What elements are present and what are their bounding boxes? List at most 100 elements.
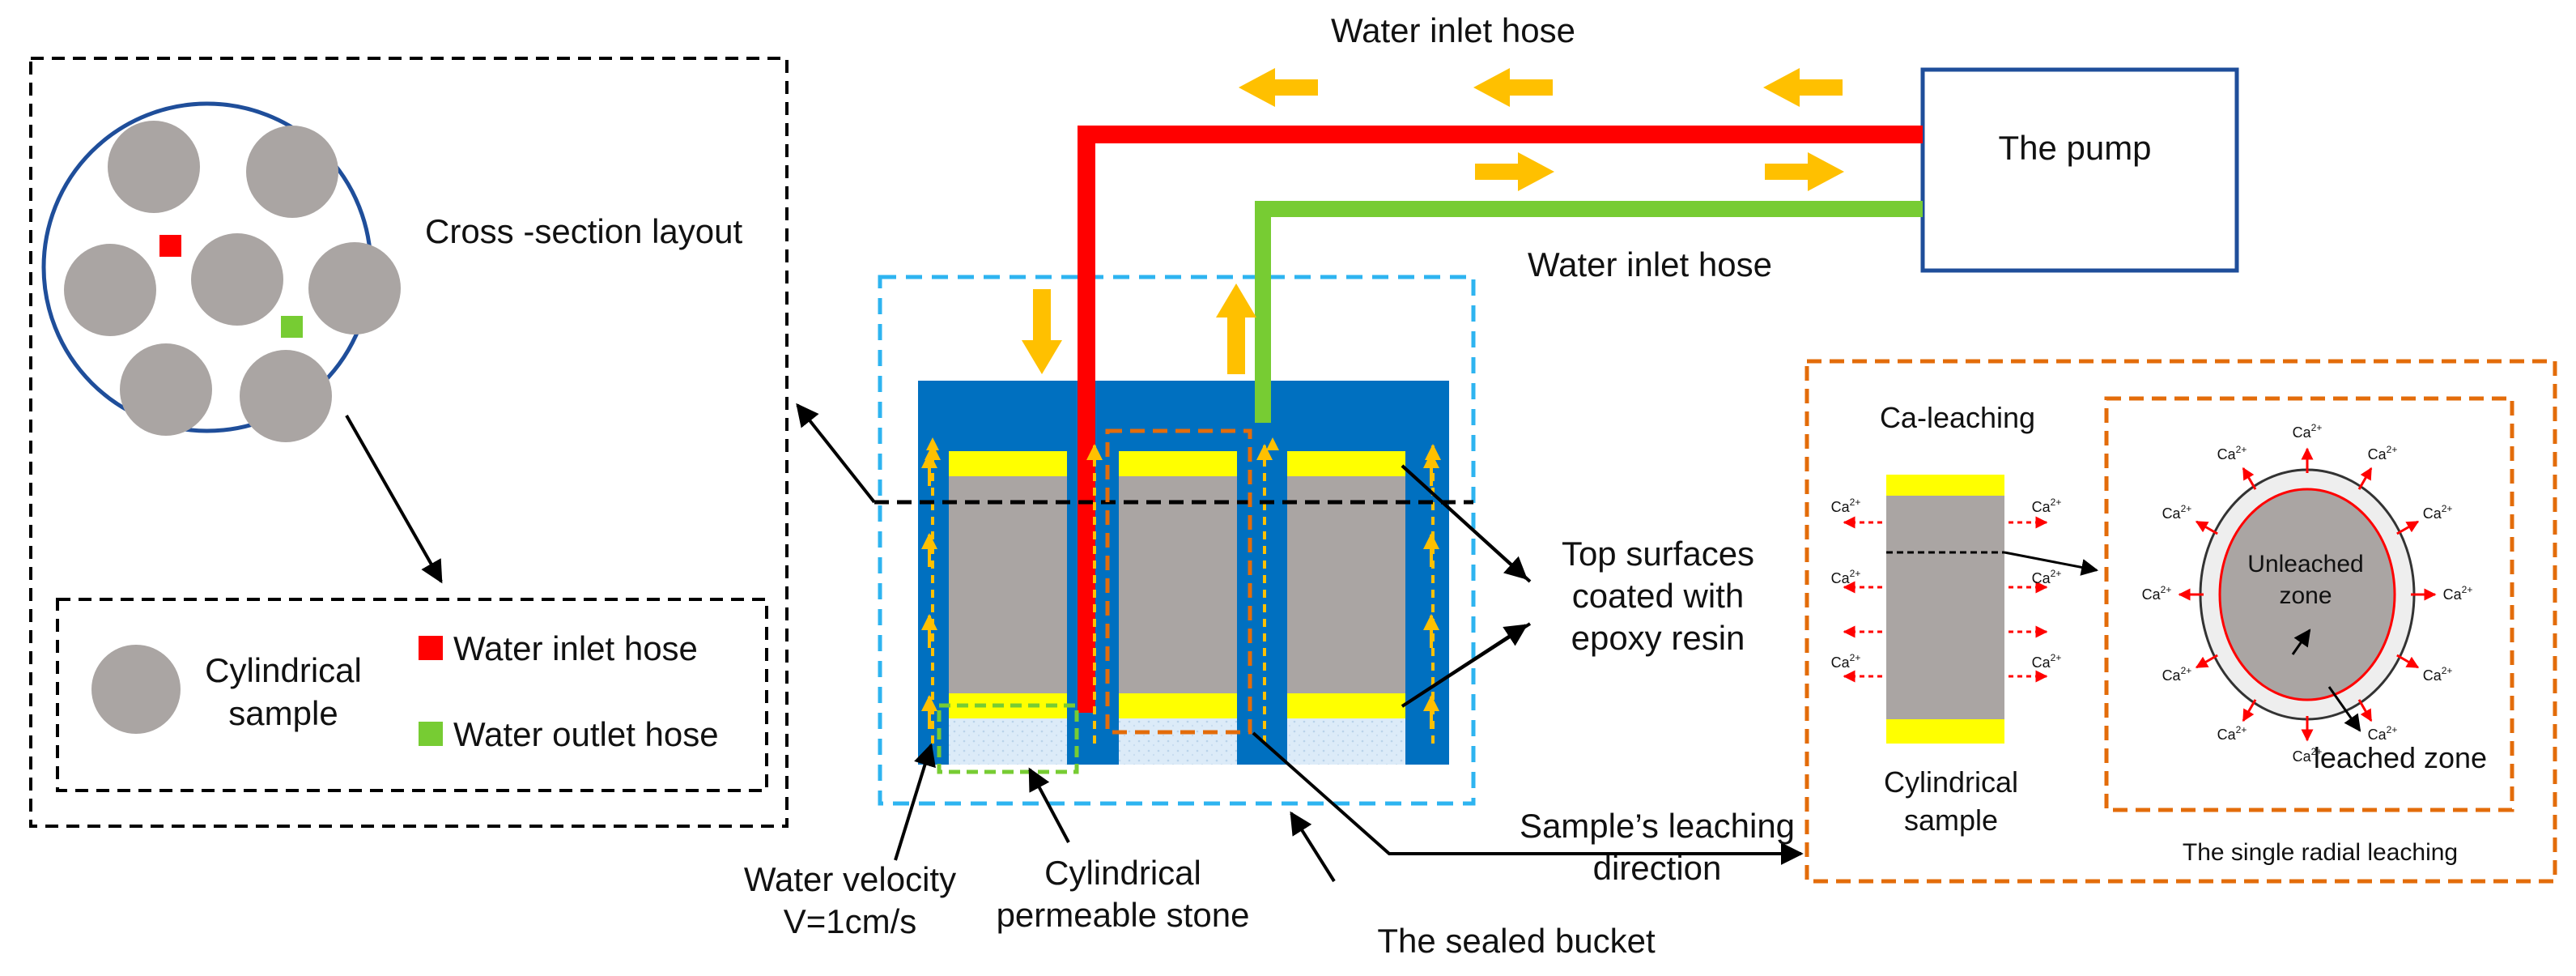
epoxy-bottom [1119, 693, 1237, 718]
sample-core [949, 476, 1067, 693]
radial-ion-arrow [2396, 520, 2420, 535]
side-flow-arrows [921, 452, 1439, 729]
cross-section-panel-frame [29, 57, 789, 828]
legend-inlet-swatch [419, 636, 443, 660]
radial-ion-arrow [2357, 699, 2373, 722]
legend-outlet-swatch [419, 722, 443, 746]
core-flow-arrow [926, 437, 939, 450]
epoxy-top [1119, 451, 1237, 476]
ca-ion-label: Ca2+ [2162, 503, 2192, 522]
flow-arrow-left [1239, 68, 1318, 107]
ca-ion-label: Ca2+ [2443, 584, 2473, 603]
flow-arrow-left [1473, 68, 1553, 107]
flow-arrow-right [1475, 152, 1554, 191]
leached-zone-label: leached zone [2314, 741, 2487, 774]
flow-arrow-right [1765, 152, 1844, 191]
outlet-hose-marker [281, 316, 303, 338]
sample-core [1287, 476, 1405, 693]
pump-box [1920, 67, 2239, 273]
sample-column-3 [1287, 451, 1405, 765]
cross-section-sample [308, 242, 401, 335]
radial-ion-arrow [2242, 699, 2257, 722]
flow-arrow-left [1763, 68, 1843, 107]
legend-sample-circle [91, 645, 181, 734]
radial-ion-arrows [2178, 447, 2437, 742]
legend-frame [56, 598, 768, 792]
ca-ion-label: Ca2+ [1831, 568, 1861, 586]
cross-section-samples [64, 121, 401, 442]
pump-label: The pump [1998, 129, 2151, 167]
unleached-zone-label: zone [2279, 582, 2332, 609]
epoxy-top [949, 451, 1067, 476]
unleached-zone-label: Unleached [2247, 551, 2363, 578]
radial-ion-arrow [2357, 467, 2373, 490]
top-surfaces-label: epoxy resin [1571, 619, 1745, 657]
ca-ion-label: Ca2+ [2032, 652, 2062, 671]
bucket-outflow-arrow [1216, 283, 1256, 374]
ca-ion-label: Ca2+ [2032, 497, 2062, 515]
cross-section-sample [120, 343, 212, 436]
detail-epoxy-bottom [1886, 719, 2004, 744]
permeable-stone [1119, 718, 1237, 765]
epoxy-bottom [1287, 693, 1405, 718]
leaching-direction-pointer [1252, 731, 1804, 865]
permeable-stone-label: permeable stone [997, 896, 1250, 934]
ca-ion-label: Ca2+ [2293, 746, 2323, 765]
water-velocity-label: V=1cm/s [784, 902, 917, 940]
stone-highlight-box [937, 703, 1079, 774]
cross-section-sample [191, 233, 283, 326]
cross-section-sample [64, 244, 156, 336]
bucket-inflow-arrow [1022, 289, 1062, 374]
sample-column-1 [949, 451, 1067, 765]
radial-ion-arrow [2195, 654, 2218, 669]
ca-ion-label: Ca2+ [2142, 584, 2172, 603]
unleached-core [2218, 488, 2396, 701]
detail-epoxy-top [1886, 475, 2004, 496]
inlet-hose-marker [159, 235, 181, 257]
outlet-hose [1255, 201, 1923, 423]
section-to-layout-arrow [796, 403, 876, 504]
single-radial-leaching-label: The single radial leaching [2183, 839, 2458, 866]
ca-ion-label: Ca2+ [2423, 665, 2453, 684]
ca-ion-label: Ca2+ [2368, 724, 2398, 743]
leaching-detail-frame [1804, 359, 2557, 884]
cross-section-layout-label: Cross -section layout [425, 212, 742, 250]
sealed-bucket-frame [878, 275, 1476, 806]
permeable-stone-label: Cylindrical [1044, 854, 1201, 892]
cross-section-sample [246, 126, 338, 218]
top-surfaces-label: coated with [1572, 577, 1744, 615]
ca-ion-label: Ca2+ [2162, 665, 2192, 684]
permeable-stone [949, 718, 1067, 765]
core-flow-arrow [1266, 437, 1279, 450]
ca-leaching-label: Ca-leaching [1880, 401, 2035, 434]
detail-cylindrical-sample-label: Cylindrical [1884, 765, 2018, 799]
ca-ion-label: Ca2+ [2423, 503, 2453, 522]
legend-outlet-label: Water outlet hose [453, 715, 719, 753]
cross-section-sample [108, 121, 200, 213]
permeable-stone-pointer [1028, 767, 1070, 843]
sealed-bucket-pointer [1290, 811, 1336, 883]
top-surfaces-label: Top surfaces [1562, 535, 1754, 573]
water-inlet-hose-top-label: Water inlet hose [1331, 11, 1575, 49]
circle-to-legend-arrow [345, 415, 443, 584]
hose-flow-arrows [1239, 68, 1844, 191]
ca-ion-label: Ca2+ [2217, 444, 2247, 462]
legend-inlet-label: Water inlet hose [453, 629, 698, 667]
water-inlet-hose-mid-label: Water inlet hose [1528, 245, 1772, 283]
leached-zone-pointer [2327, 686, 2361, 732]
leaching-direction-label: direction [1593, 849, 1722, 887]
detail-sample-core [1886, 494, 2004, 719]
ca-ion-label: Ca2+ [2368, 444, 2398, 462]
ca-ion-label: Ca2+ [2293, 422, 2323, 441]
radial-ion-arrow [2195, 520, 2218, 535]
radial-leaching-frame [2104, 396, 2514, 812]
sample-column-2 [1119, 451, 1237, 765]
ca-ion-label: Ca2+ [1831, 652, 1861, 671]
radial-ion-arrow [2396, 654, 2420, 669]
top-surface-pointer-arrow [1401, 464, 1528, 580]
water-velocity-label: Water velocity [744, 860, 956, 898]
ca-ion-label: Ca2+ [1831, 497, 1861, 515]
permeable-stone [1287, 718, 1405, 765]
